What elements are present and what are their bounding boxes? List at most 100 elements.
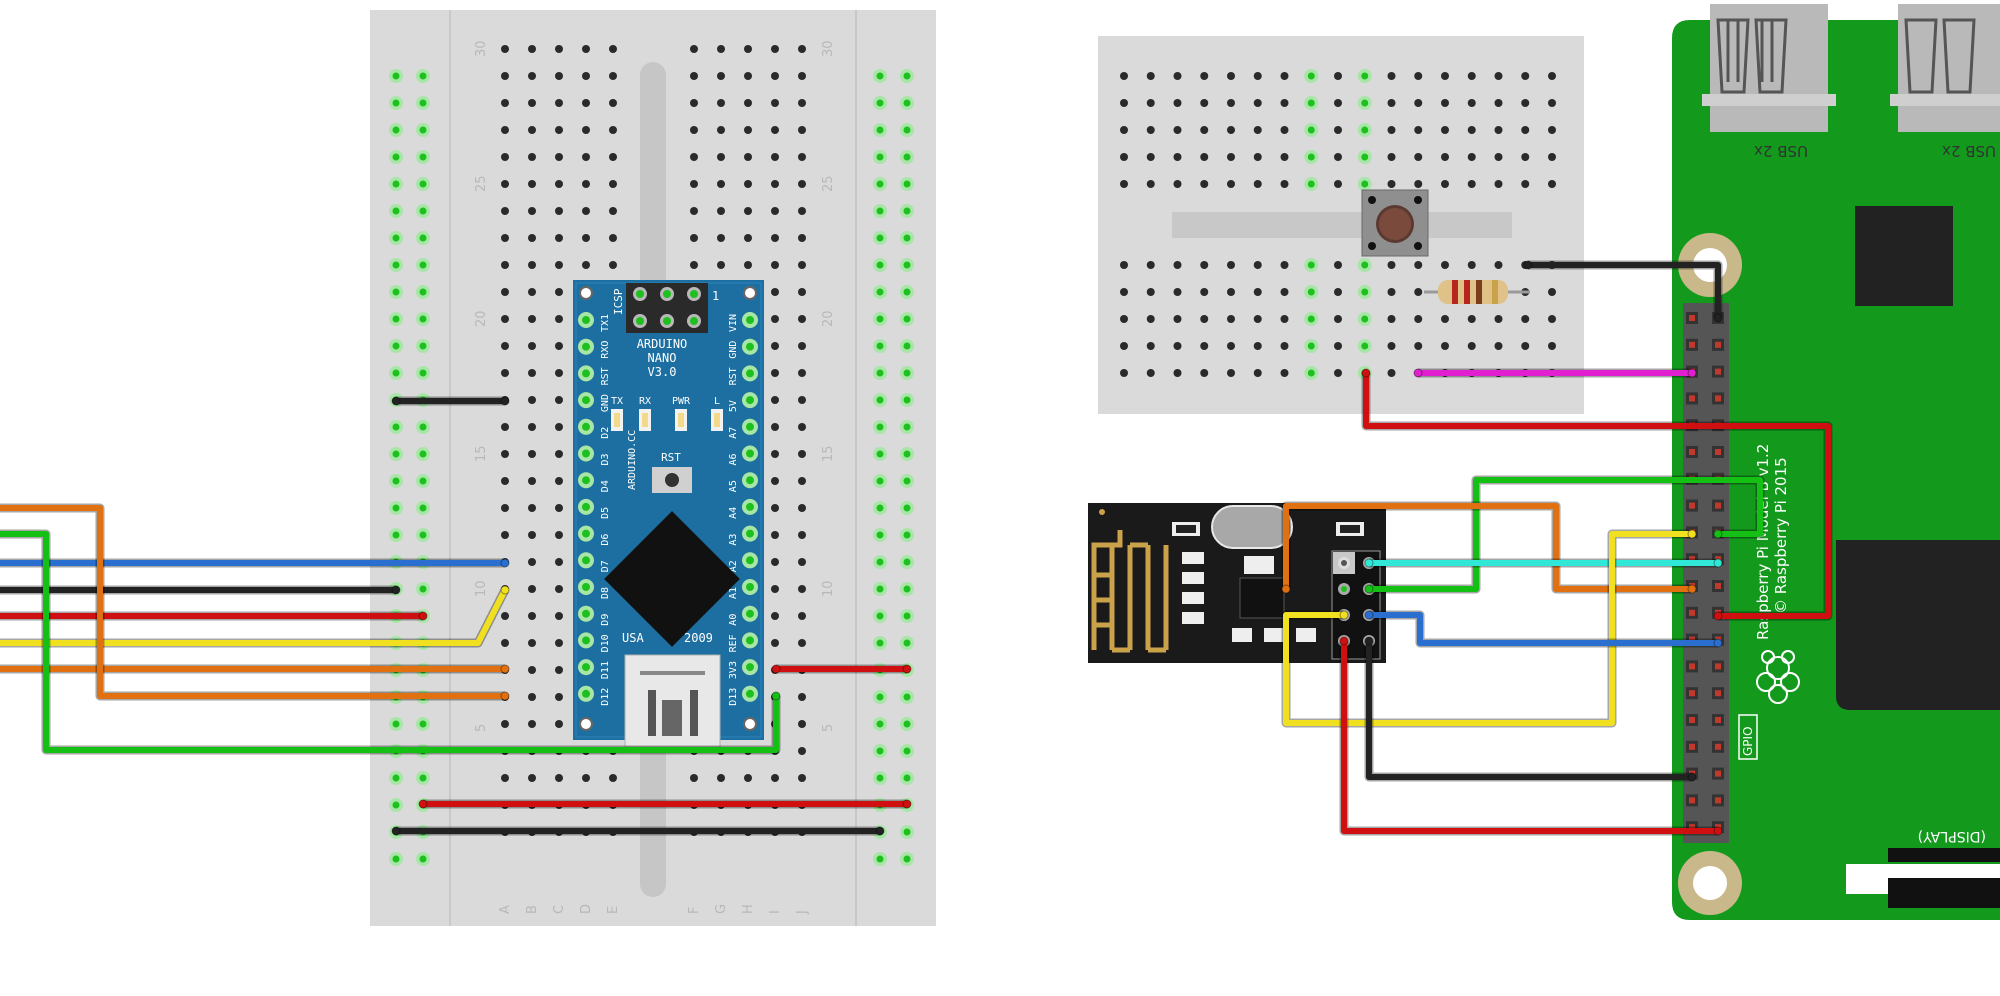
rail-hole-connected — [392, 369, 400, 377]
gpio-pin — [1715, 743, 1721, 750]
wire-endpoint — [1413, 368, 1423, 378]
arduino-pin-core — [746, 449, 754, 458]
led-label: TX — [611, 396, 623, 407]
rail-hole-connected — [419, 369, 427, 377]
rail-hole-connected — [392, 720, 400, 728]
breadboard-hole — [717, 234, 725, 242]
gpio-pin — [1715, 341, 1721, 348]
breadboard-hole — [798, 207, 806, 215]
breadboard-hole — [528, 450, 536, 458]
blue-wire-rpi[interactable] — [1369, 612, 1718, 646]
breadboard-hole — [501, 180, 509, 188]
red-wire-rpi-power[interactable] — [1363, 373, 1831, 619]
nrf24-module — [1088, 503, 1386, 663]
black-wire-nrf-gnd[interactable] — [1366, 641, 1692, 780]
rail-hole-connected — [392, 477, 400, 485]
breadboard-hole — [1280, 126, 1289, 134]
breadboard-hole — [1280, 72, 1289, 80]
orange-wire-rpi[interactable] — [1283, 503, 1692, 592]
breadboard-hole — [1441, 342, 1449, 350]
breadboard-hole — [744, 261, 752, 269]
green-wire-d13[interactable] — [0, 531, 779, 753]
arduino-title-2: NANO — [648, 351, 677, 365]
gpio-pin — [1715, 663, 1721, 670]
breadboard-hole — [1387, 288, 1396, 296]
wire-endpoint — [1364, 584, 1374, 594]
breadboard-hole — [528, 666, 536, 674]
yellow-wire-d10[interactable] — [0, 588, 508, 646]
yellow-wire-rpi[interactable] — [1283, 531, 1692, 726]
arduino-right-pin-label: A5 — [728, 480, 739, 492]
breadboard-hole — [528, 639, 536, 647]
breadboard-hole — [1280, 261, 1289, 269]
rail-hole-connected — [392, 234, 400, 242]
breadboard-hole — [690, 234, 698, 242]
arduino-pin-core — [746, 583, 754, 591]
breadboard-hole — [501, 504, 509, 512]
breadboard-hole — [1200, 369, 1209, 377]
breadboard-hole — [528, 720, 536, 728]
breadboard-hole — [798, 126, 806, 134]
breadboard-hole — [771, 126, 779, 134]
breadboard-hole — [1146, 153, 1155, 161]
breadboard-hole — [555, 666, 563, 674]
breadboard-hole — [609, 180, 617, 188]
breadboard-hole — [528, 234, 536, 242]
gpio-pin — [1689, 502, 1695, 509]
breadboard-hole — [501, 99, 509, 107]
breadboard-hole — [690, 99, 698, 107]
breadboard-hole — [528, 288, 536, 296]
orange-wire-d12[interactable] — [0, 505, 505, 699]
breadboard-hole — [798, 558, 806, 566]
breadboard-hole — [1334, 315, 1342, 323]
breadboard-hole — [744, 153, 752, 161]
rail-hole-connected — [903, 234, 911, 242]
breadboard-hole — [609, 774, 617, 782]
breadboard-hole — [771, 288, 779, 296]
breadboard-hole — [798, 477, 806, 485]
rail-hole-connected — [419, 126, 427, 134]
breadboard-hole — [1334, 126, 1342, 134]
arduino-pin-core — [746, 342, 754, 351]
row-label-25-right: 25 — [821, 175, 836, 192]
rail-hole-connected — [903, 747, 911, 755]
rail-hole-connected — [392, 342, 400, 350]
breadboard-hole — [1414, 126, 1423, 134]
breadboard-hole — [1494, 153, 1503, 161]
breadboard-hole — [1280, 180, 1289, 188]
breadboard-hole — [1387, 72, 1396, 80]
rail-hole-connected — [876, 477, 884, 485]
breadboard-hole — [1414, 342, 1423, 350]
breadboard-hole — [798, 450, 806, 458]
arduino-right-pin-label: A3 — [728, 534, 739, 546]
breadboard-hole — [1494, 180, 1503, 188]
breadboard-hole — [771, 207, 779, 215]
breadboard-hole — [1467, 342, 1476, 350]
wire-endpoint — [1713, 529, 1723, 539]
breadboard-hole — [771, 72, 779, 80]
arduino-pin-core — [746, 663, 754, 672]
rail-hole-connected — [419, 423, 427, 431]
rail-hole-connected — [876, 72, 884, 80]
breadboard-hole — [582, 126, 590, 134]
red-wire-nrf-vcc[interactable] — [1341, 641, 1718, 834]
breadboard-hole — [501, 45, 509, 53]
rail-hole-connected — [876, 639, 884, 647]
breadboard-hole — [1280, 369, 1289, 377]
wires — [0, 260, 1833, 836]
right-breadboard — [1098, 36, 1584, 414]
breadboard-hole — [798, 288, 806, 296]
black-wire-rpi-gnd[interactable] — [1528, 262, 1721, 318]
breadboard-hole — [1200, 153, 1209, 161]
breadboard-hole — [501, 288, 509, 296]
green-wire-rpi[interactable] — [1369, 477, 1763, 592]
arduino-pin-core — [582, 316, 590, 324]
row-label-15: 15 — [474, 445, 489, 462]
rail-hole-connected — [876, 342, 884, 350]
arduino-right-pin-label: RST — [728, 367, 739, 385]
arduino-left-pin-label: D4 — [600, 480, 611, 492]
breadboard-hole — [528, 45, 536, 53]
rail-hole-connected — [903, 504, 911, 512]
breadboard-hole — [1253, 153, 1262, 161]
rail-hole-connected — [903, 396, 911, 404]
